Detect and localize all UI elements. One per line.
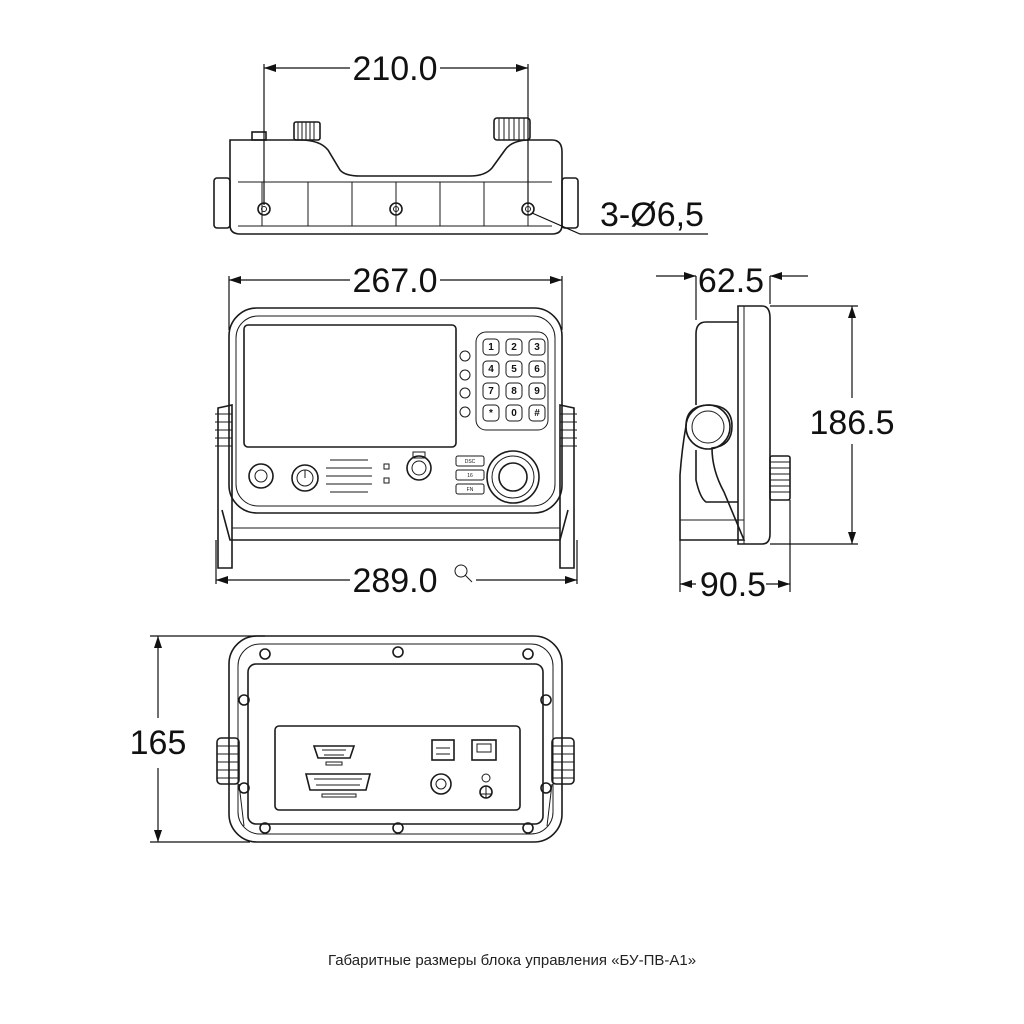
drawing-caption: Габаритные размеры блока управления «БУ-… — [327, 952, 697, 969]
soft-key-fn: FN — [467, 487, 474, 493]
keypad-key-label: 1 — [488, 342, 494, 353]
keypad-key-label: 0 — [511, 408, 517, 419]
dim-holes: 3-Ø6,5 — [531, 196, 708, 235]
dim-165: 165 — [130, 635, 265, 843]
keypad-button — [482, 360, 500, 378]
dim-holes-label: 3-Ø6,5 — [600, 196, 704, 234]
keypad: 1 2 3 4 5 6 7 8 9 * 0 # — [482, 338, 546, 422]
dim-overall-width-label: 289.0 — [352, 562, 437, 600]
magnifier-icon — [454, 564, 473, 583]
dim-289: 289.0 — [215, 540, 578, 600]
keypad-button — [528, 338, 546, 356]
keypad-key-label: 7 — [488, 386, 494, 397]
dim-top-width-label: 210.0 — [352, 50, 437, 88]
front-view: 1 2 3 4 5 6 7 8 9 * 0 # DSC 16 FN — [215, 307, 577, 569]
keypad-key-label: * — [489, 408, 493, 419]
soft-key-16: 16 — [467, 473, 473, 479]
dim-rear-height-label: 165 — [130, 724, 187, 762]
keypad-key-label: 8 — [511, 386, 517, 397]
keypad-button — [482, 338, 500, 356]
dim-186-5: 186.5 — [770, 305, 895, 545]
dim-90-5: 90.5 — [679, 500, 791, 604]
dim-side-total-depth-label: 90.5 — [700, 566, 766, 604]
keypad-button — [528, 382, 546, 400]
keypad-key-label: 6 — [534, 364, 540, 375]
keypad-button — [482, 382, 500, 400]
keypad-key-label: 4 — [488, 364, 494, 375]
keypad-key-label: 5 — [511, 364, 517, 375]
keypad-key-label: 2 — [511, 342, 517, 353]
dim-210: 210.0 — [263, 50, 529, 205]
keypad-key-label: 9 — [534, 386, 540, 397]
keypad-key-label: 3 — [534, 342, 540, 353]
keypad-button — [528, 360, 546, 378]
dim-side-depth-label: 62.5 — [698, 262, 764, 300]
keypad-key-label: # — [534, 408, 540, 419]
keypad-button — [505, 338, 523, 356]
dim-267: 267.0 — [228, 262, 563, 330]
speaker-grille — [326, 459, 372, 493]
top-view — [213, 117, 579, 235]
soft-key-dsc: DSC — [465, 459, 476, 465]
keypad-button — [505, 382, 523, 400]
dim-side-height-label: 186.5 — [809, 404, 894, 442]
rear-view — [216, 635, 575, 843]
keypad-button — [505, 404, 523, 422]
keypad-button — [482, 404, 500, 422]
rear-screws — [238, 646, 552, 834]
keypad-button — [505, 360, 523, 378]
dim-62-5: 62.5 — [656, 262, 808, 320]
dim-front-width-label: 267.0 — [352, 262, 437, 300]
side-view — [679, 305, 791, 545]
keypad-button — [528, 404, 546, 422]
